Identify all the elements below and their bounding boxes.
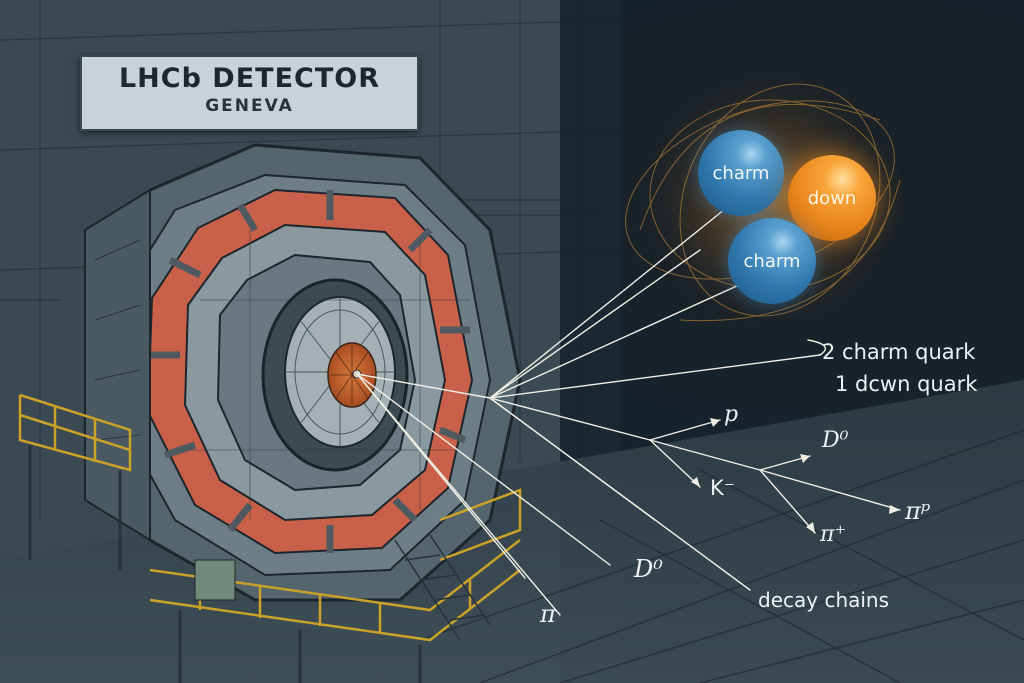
quark-label: charm bbox=[712, 162, 770, 184]
composition-line-2: 1 dcwn quark bbox=[835, 372, 978, 396]
quark-down: down bbox=[788, 155, 876, 241]
decay-chains-label: decay chains bbox=[758, 588, 890, 612]
particle-label-d0-right: D⁰ bbox=[822, 428, 849, 453]
particle-label-k-minus: K⁻ bbox=[710, 476, 735, 500]
particle-label-d0-lower: D⁰ bbox=[634, 555, 663, 583]
detector-sign: LHCb DETECTOR GENEVA bbox=[80, 55, 419, 131]
quark-label: down bbox=[807, 187, 857, 209]
quark-charm-2: charm bbox=[728, 218, 816, 304]
particle-label-pi-p: πᵖ bbox=[905, 497, 931, 525]
sign-subtitle: GENEVA bbox=[205, 96, 294, 116]
composition-line-1: 2 charm quark bbox=[822, 340, 976, 364]
particle-label-p: p bbox=[724, 402, 739, 427]
particle-label-pi: π bbox=[540, 600, 556, 628]
sign-title: LHCb DETECTOR bbox=[118, 63, 381, 94]
quark-label: charm bbox=[743, 250, 801, 272]
quark-charm-1: charm bbox=[698, 130, 784, 216]
particle-label-pi-plus: π⁺ bbox=[820, 522, 847, 547]
